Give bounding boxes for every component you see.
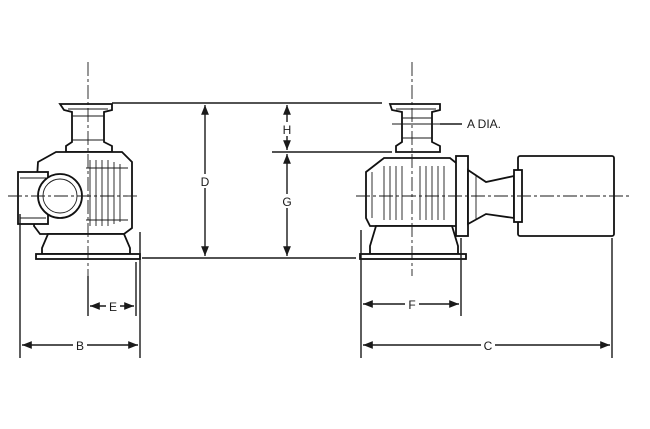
label-g: G xyxy=(282,195,291,209)
label-e: E xyxy=(109,300,117,314)
label-f: F xyxy=(408,298,415,312)
label-h: H xyxy=(283,123,292,137)
label-d: D xyxy=(201,175,210,189)
label-c: C xyxy=(484,339,493,353)
left-view-windlass xyxy=(8,62,141,276)
right-view-windlass xyxy=(356,62,632,276)
label-a-dia: A DIA. xyxy=(467,117,501,131)
label-b: B xyxy=(76,339,84,353)
